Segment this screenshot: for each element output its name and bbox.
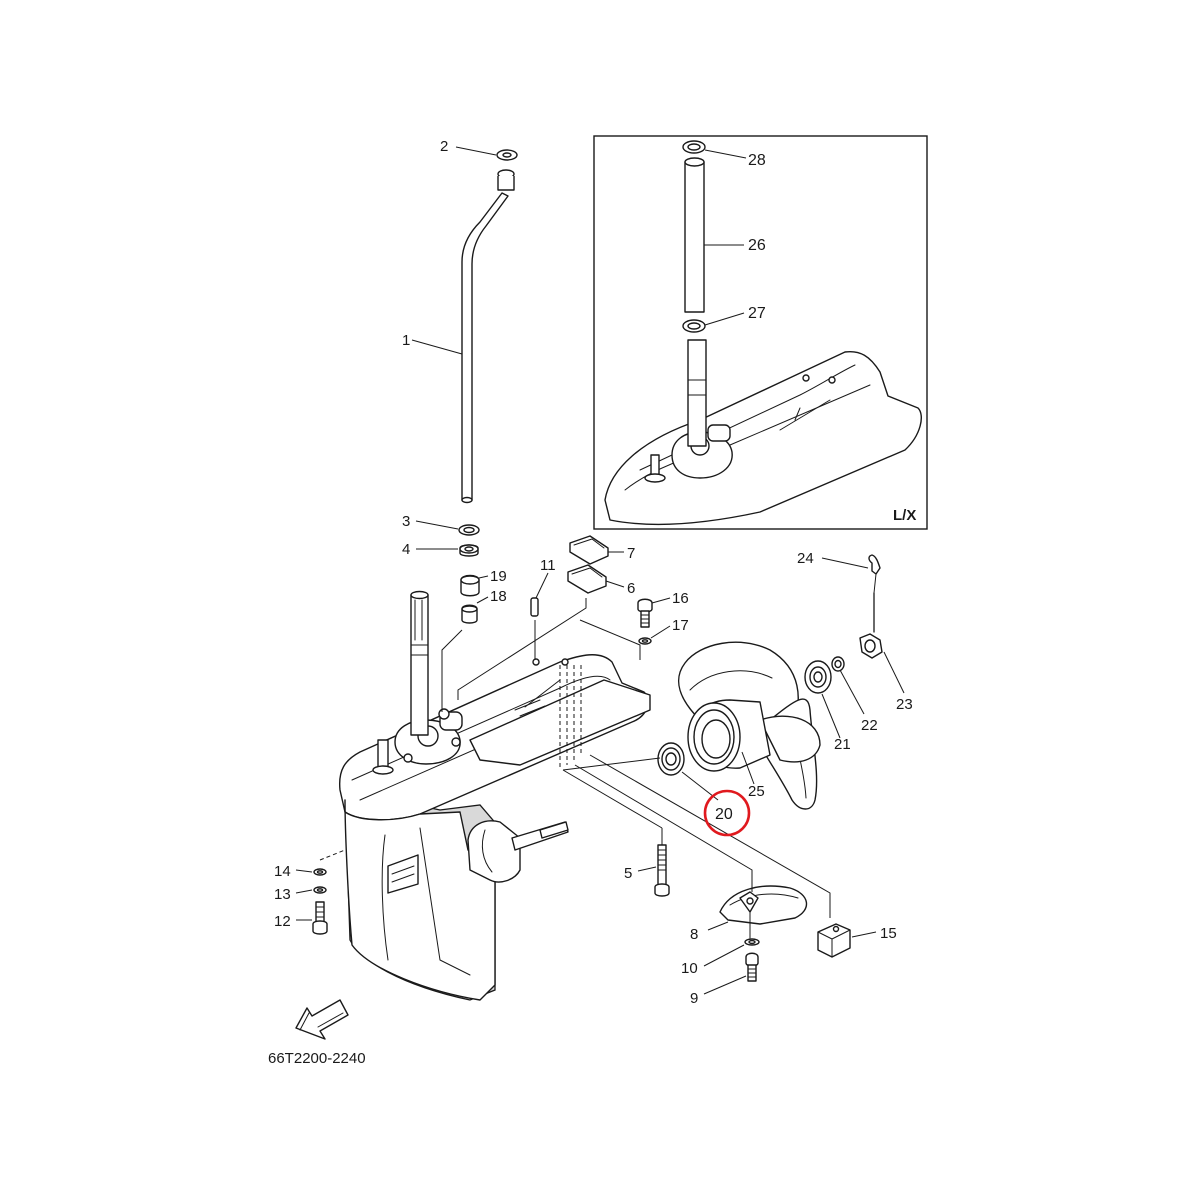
propeller bbox=[677, 641, 821, 810]
callout-22[interactable]: 22 bbox=[861, 717, 878, 734]
upper-small-parts bbox=[441, 535, 641, 712]
callout-11[interactable]: 11 bbox=[540, 557, 556, 574]
inset-label: L/X bbox=[893, 507, 916, 524]
grommets-stack bbox=[458, 524, 480, 624]
callout-7[interactable]: 7 bbox=[627, 545, 635, 562]
callout-8[interactable]: 8 bbox=[690, 926, 698, 943]
callout-28: 28 bbox=[748, 152, 766, 169]
highlight-part-20[interactable]: 20 bbox=[703, 789, 751, 837]
callout-13[interactable]: 13 bbox=[274, 886, 291, 903]
callout-24[interactable]: 24 bbox=[797, 550, 814, 567]
diagram-code: 66T2200-2240 bbox=[268, 1050, 366, 1067]
callout-10[interactable]: 10 bbox=[681, 960, 698, 977]
callout-labels: 2 1 3 4 19 18 11 7 6 16 17 24 23 22 21 2… bbox=[274, 138, 913, 1007]
callout-1[interactable]: 1 bbox=[402, 332, 410, 349]
callout-27: 27 bbox=[748, 305, 766, 322]
water-tube bbox=[461, 149, 518, 504]
callout-20[interactable]: 20 bbox=[715, 806, 733, 823]
anode-15 bbox=[817, 923, 851, 958]
callout-2[interactable]: 2 bbox=[440, 138, 448, 155]
callout-15[interactable]: 15 bbox=[880, 925, 897, 942]
callout-21[interactable]: 21 bbox=[834, 736, 851, 753]
callout-16[interactable]: 16 bbox=[672, 590, 689, 607]
assembly-lines bbox=[562, 754, 831, 918]
bolt-16-washer-17 bbox=[637, 598, 653, 645]
callout-23[interactable]: 23 bbox=[896, 696, 913, 713]
lower-casing bbox=[319, 590, 651, 1001]
bolt-12-washers bbox=[312, 868, 328, 935]
forward-arrow-icon bbox=[295, 999, 349, 1040]
callout-25[interactable]: 25 bbox=[748, 783, 765, 800]
callout-26: 26 bbox=[748, 237, 766, 254]
callout-9[interactable]: 9 bbox=[690, 990, 698, 1007]
thrust-washer-20 bbox=[657, 742, 685, 776]
inset-panel-lx: 28 26 27 L/X bbox=[593, 135, 928, 530]
prop-hardware bbox=[804, 554, 883, 694]
callout-14[interactable]: 14 bbox=[274, 863, 291, 880]
callout-5[interactable]: 5 bbox=[624, 865, 632, 882]
callout-6[interactable]: 6 bbox=[627, 580, 635, 597]
callout-3[interactable]: 3 bbox=[402, 513, 410, 530]
callout-18[interactable]: 18 bbox=[490, 588, 507, 605]
callout-19[interactable]: 19 bbox=[490, 568, 507, 585]
highlight-circle bbox=[703, 789, 751, 837]
callout-4[interactable]: 4 bbox=[402, 541, 410, 558]
callout-12[interactable]: 12 bbox=[274, 913, 291, 930]
callout-17[interactable]: 17 bbox=[672, 617, 689, 634]
trim-tab-parts bbox=[654, 828, 808, 982]
